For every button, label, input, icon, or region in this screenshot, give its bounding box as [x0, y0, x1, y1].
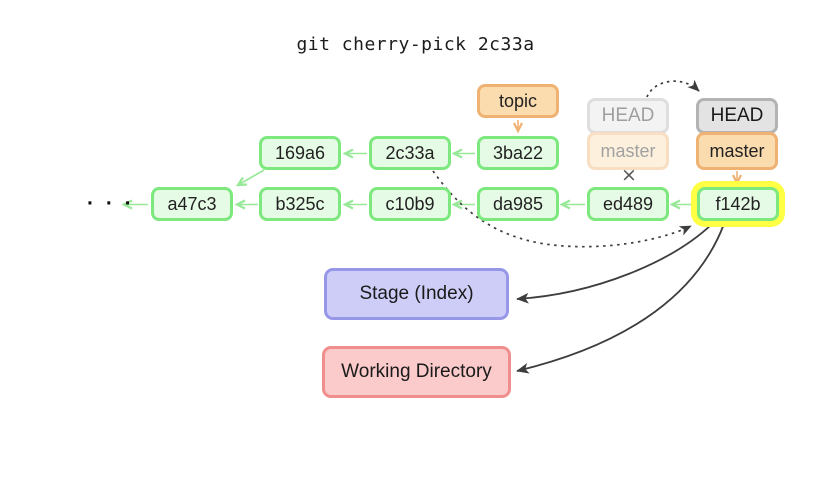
ref-head-old: HEAD [587, 98, 669, 134]
working-directory-box: Working Directory [322, 346, 511, 398]
parent-arrow-169a6-a47c3 [238, 169, 265, 185]
commit-169a6: 169a6 [259, 136, 341, 170]
ref-master-old: master [587, 132, 669, 170]
apply-to-working-arrow [516, 223, 725, 374]
commit-ed489: ed489 [587, 187, 669, 221]
commit-da985: da985 [477, 187, 559, 221]
commit-f142b: f142b [697, 187, 779, 221]
ref-topic: topic [477, 84, 559, 118]
apply-to-stage-arrow [516, 223, 713, 304]
ref-master-new: master [696, 132, 778, 170]
commit-c10b9: c10b9 [369, 187, 451, 221]
detached-cross: × [621, 164, 637, 186]
commit-2c33a: 2c33a [369, 136, 451, 170]
refstack-new: HEAD master [696, 98, 778, 170]
stage-index-box: Stage (Index) [324, 268, 509, 320]
head-move-arrow [646, 79, 700, 98]
commit-a47c3: a47c3 [151, 187, 233, 221]
history-ellipsis: · · · [87, 192, 135, 215]
commit-3ba22: 3ba22 [477, 136, 559, 170]
diagram-title: git cherry-pick 2c33a [296, 34, 535, 55]
refstack-old: HEAD master [587, 98, 669, 170]
ref-head-new: HEAD [696, 98, 778, 134]
commit-b325c: b325c [259, 187, 341, 221]
